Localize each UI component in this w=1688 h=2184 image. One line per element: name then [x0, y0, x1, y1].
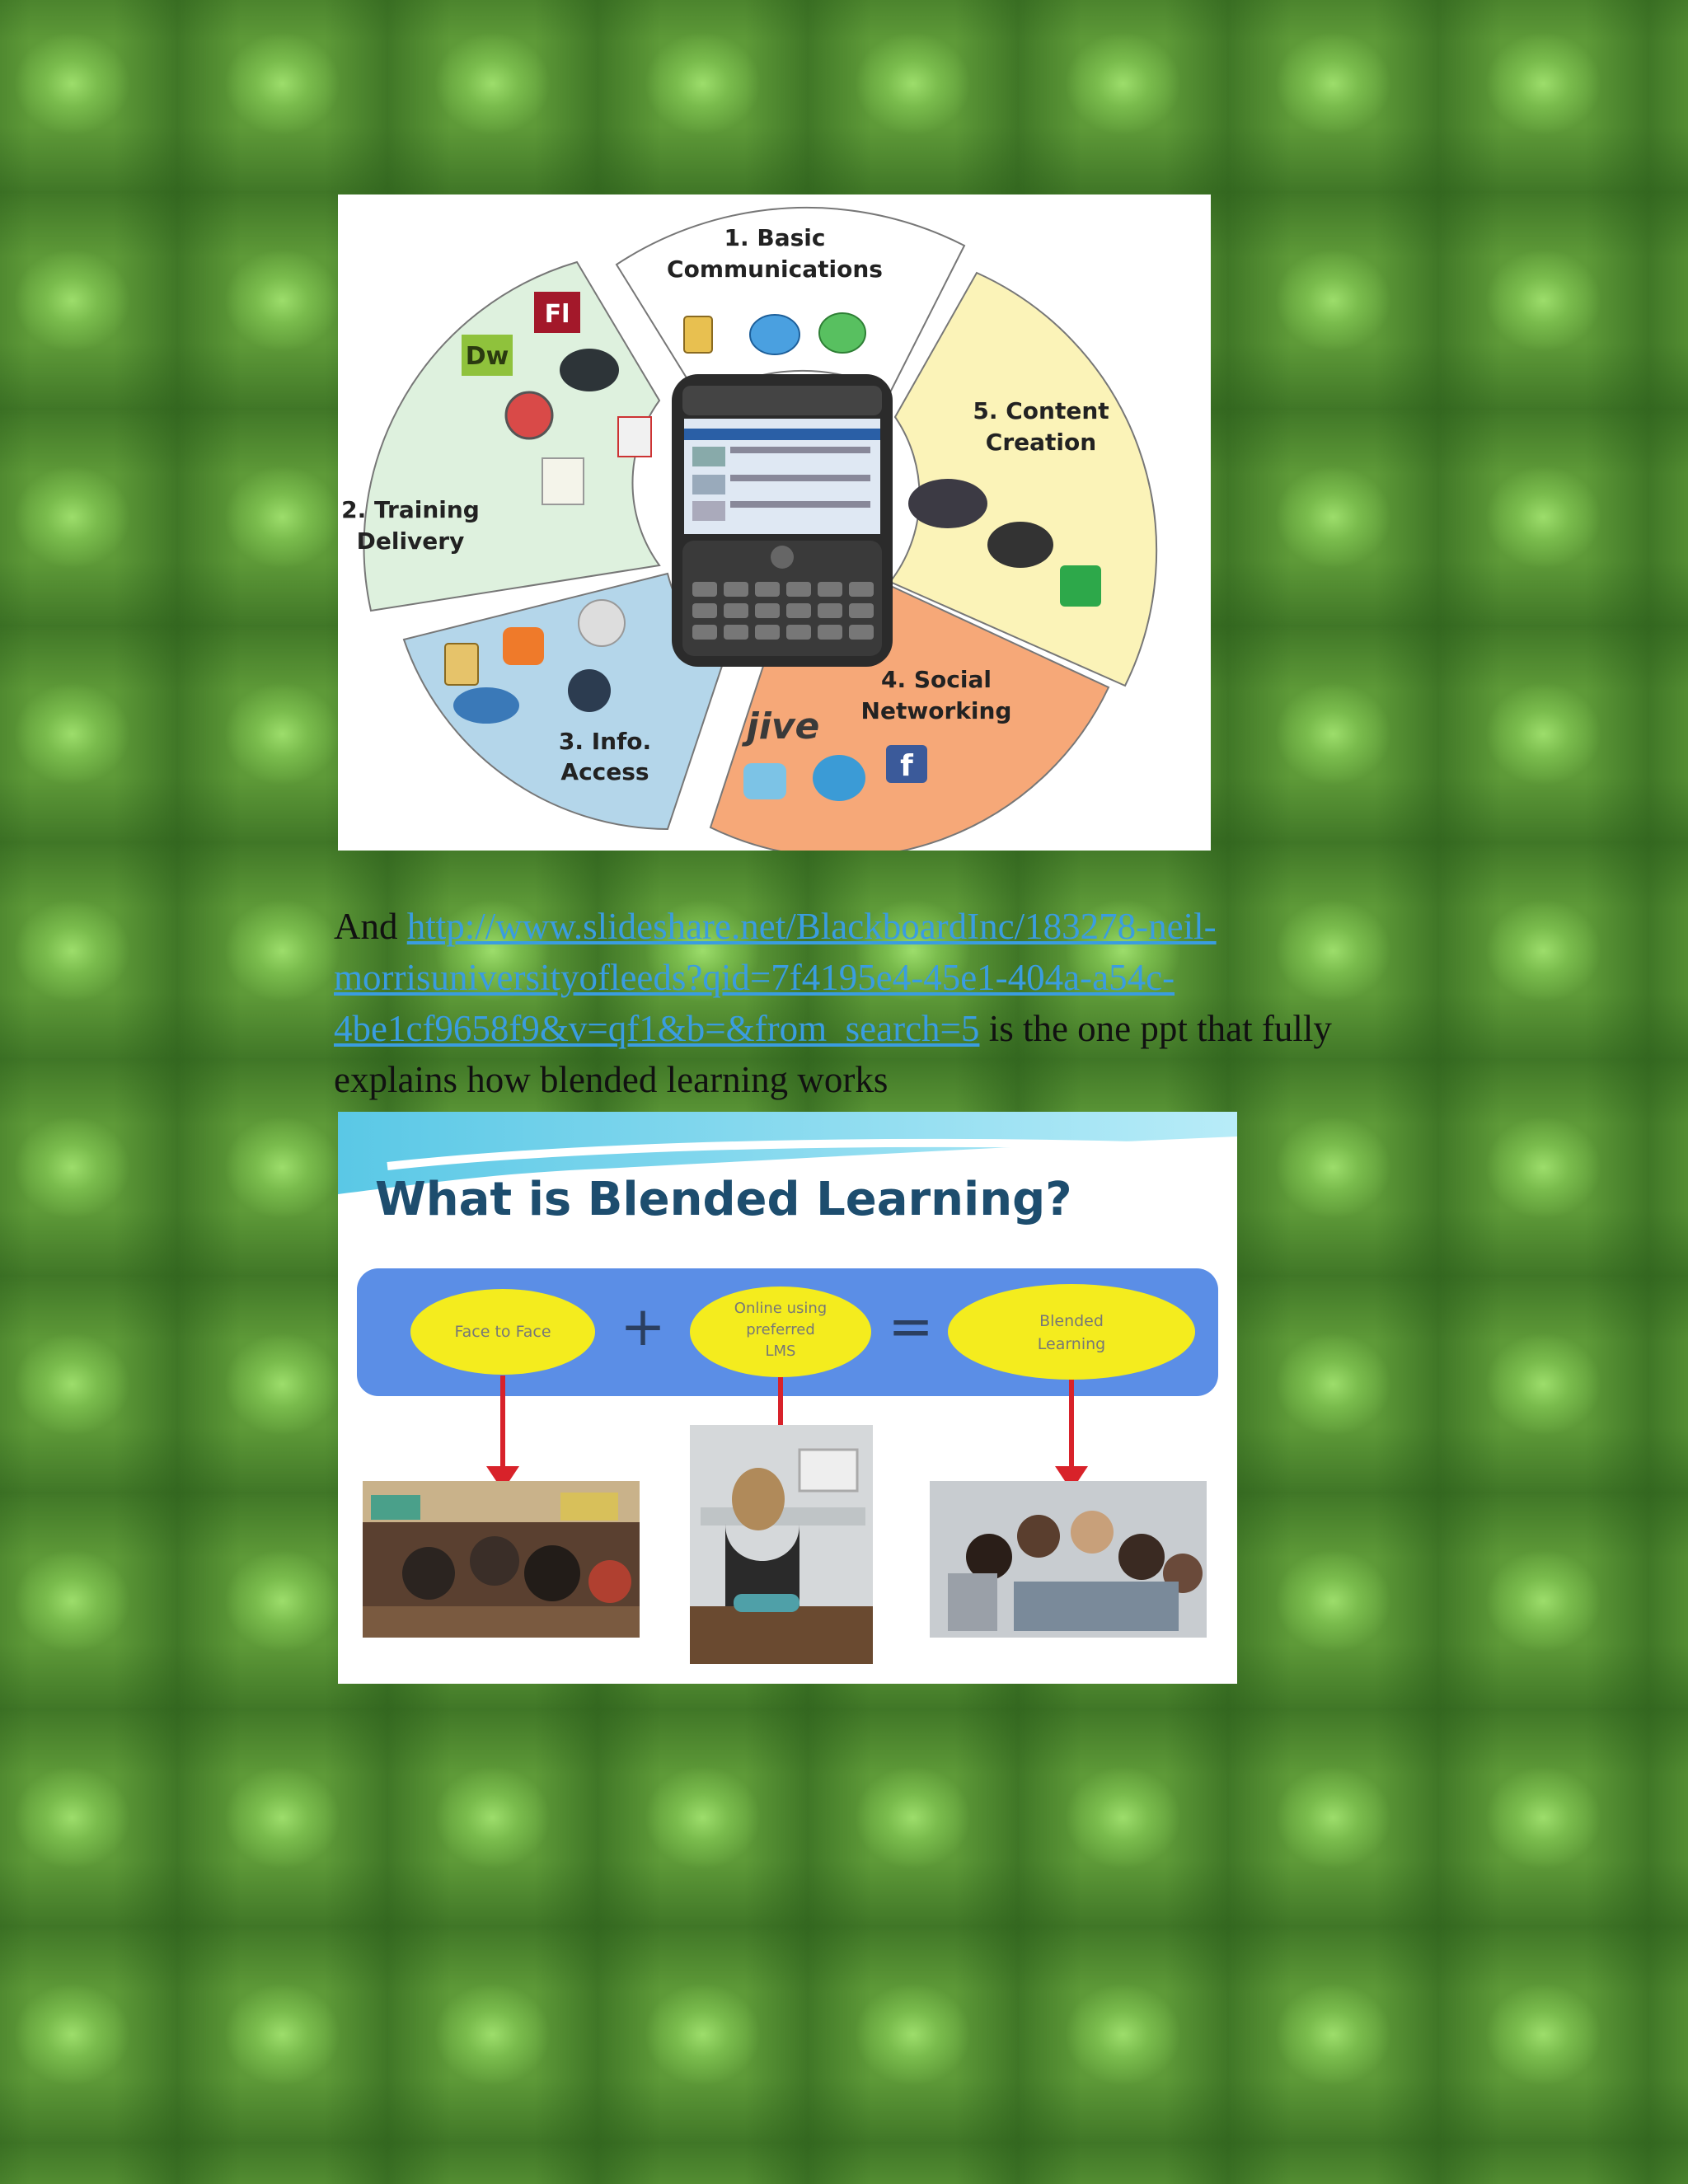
oval-blended-line-2: Learning: [1038, 1335, 1106, 1353]
document-icon: [542, 457, 584, 505]
segment-4-number: 4. Social: [881, 666, 992, 693]
segment-1-number: 1. Basic: [724, 224, 826, 251]
facebook-icon: [886, 745, 927, 783]
segment-4-label: Networking: [861, 697, 1012, 724]
oval-online-lms: [690, 1286, 871, 1377]
jive-logo: jive: [742, 705, 820, 748]
oval-blended-line-1: Blended: [1039, 1312, 1104, 1330]
yammer-icon: [813, 755, 865, 801]
photo-icon: [1060, 565, 1101, 607]
flash-icon: [534, 292, 580, 333]
segment-3-number: 3. Info.: [559, 728, 651, 755]
blogger-icon: [503, 627, 544, 665]
pdf-icon: [617, 416, 652, 457]
segment-3-label: Access: [560, 758, 649, 785]
sms-icon: [818, 312, 866, 354]
book-icon: [444, 643, 479, 686]
slide-title: What is Blended Learning?: [375, 1173, 1072, 1226]
chat-bubble-icon: [749, 314, 800, 355]
flash-label: Fl: [545, 300, 570, 329]
twitter-icon: [743, 763, 786, 799]
segment-2-label: Delivery: [357, 527, 465, 555]
smartphone-icon: [672, 374, 893, 667]
wordpress-icon: [568, 669, 611, 712]
paragraph-lead: And: [334, 906, 407, 947]
segment-5-number: 5. Content: [973, 397, 1109, 424]
equals-sign: =: [888, 1295, 933, 1358]
dreamweaver-label: Dw: [466, 342, 509, 371]
dreamweaver-icon: [462, 335, 513, 376]
segment-training-delivery: [363, 260, 661, 612]
slideshare-link[interactable]: http://www.slideshare.net/BlackboardInc/…: [334, 906, 1217, 1049]
arrow-down-icon: [486, 1376, 519, 1491]
oval-blended-learning: [948, 1284, 1195, 1380]
body-paragraph: And http://www.slideshare.net/Blackboard…: [334, 901, 1397, 1105]
segment-5-label: Creation: [986, 429, 1096, 456]
plus-sign: +: [620, 1295, 665, 1358]
video-camera-icon: [908, 479, 987, 528]
webcam-icon: [987, 522, 1053, 568]
mobile-learning-diagram: Fl Dw jive f 1. Basic Comm: [338, 194, 1211, 859]
segment-1-label: Communications: [667, 255, 883, 283]
oval-online-line-3: LMS: [766, 1343, 796, 1360]
wikipedia-icon: [578, 599, 626, 647]
graduation-icon: [453, 687, 519, 724]
oval-online-line-1: Online using: [734, 1300, 827, 1317]
camera-icon: [560, 349, 619, 391]
segment-2-number: 2. Training: [341, 496, 480, 523]
group-computers-photo: [930, 1481, 1207, 1638]
facebook-label: f: [900, 749, 913, 783]
computer-user-photo: [690, 1425, 873, 1664]
arrow-down-icon: [1055, 1380, 1088, 1491]
paragraph-trail: is the one ppt that fully explains how b…: [334, 1008, 1332, 1100]
blended-learning-slide: What is Blended Learning? Face to Face +…: [338, 1112, 1237, 1684]
oval-face-to-face-label: Face to Face: [454, 1323, 551, 1341]
classroom-photo: [363, 1481, 640, 1638]
oval-face-to-face: [410, 1289, 595, 1375]
oval-online-line-2: preferred: [746, 1321, 815, 1338]
podcast-icon: [504, 391, 554, 440]
notepad-icon: [683, 316, 713, 354]
header-wave: [338, 1112, 1237, 1194]
